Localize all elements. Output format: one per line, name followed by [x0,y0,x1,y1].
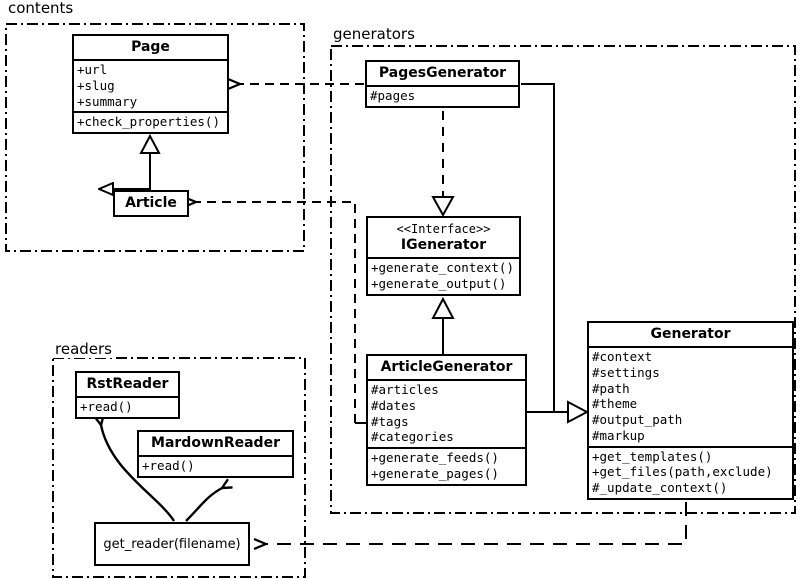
attribute: #pages [370,88,416,104]
package-label-contents: contents [6,0,77,17]
attribute: #dates [371,397,417,413]
class-article-generator-title: ArticleGenerator [380,359,513,375]
class-generator-title: Generator [650,326,731,342]
node-get-reader-label: get_reader(filename) [103,536,241,552]
attribute: #articles [371,382,439,398]
package-label-generators: generators [331,25,418,43]
attribute: +url [77,62,108,78]
class-page-attributes: +url +slug +summary [74,61,227,111]
class-article-generator[interactable]: ArticleGenerator #articles #dates #tags … [366,354,527,486]
edge-pagesgenerator-realizes-igenerator [431,111,455,218]
attribute: #settings [592,364,660,380]
class-rst-reader-title: RstReader [86,376,169,392]
operation: +get_templates() [592,448,713,464]
class-igenerator-operations: +generate_context() +generate_output() [368,259,519,294]
attribute: #theme [592,396,638,412]
attribute: +summary [77,93,138,109]
package-label-readers: readers [53,340,115,358]
operation: +read() [142,458,195,474]
class-mardown-reader[interactable]: MardownReader +read() [137,430,294,478]
class-mardown-reader-operations: +read() [139,457,292,476]
class-generator-operations: +get_templates() +get_files(path,exclude… [589,448,792,498]
class-page-title: Page [131,39,170,55]
edge-articlegenerator-generalizes-igenerator [431,296,455,354]
class-article-generator-operations: +generate_feeds() +generate_pages() [368,449,525,484]
attribute: #output_path [592,412,683,428]
class-pages-generator[interactable]: PagesGenerator #pages [365,60,520,108]
edge-articlegenerator-uses-article [196,202,366,424]
operation: #_update_context() [592,480,728,496]
operation: +generate_feeds() [371,450,499,466]
operation: +read() [80,399,133,415]
class-pages-generator-title: PagesGenerator [378,65,507,81]
edge-get-reader-creates-mardownreader [185,488,222,522]
class-article-generator-attributes: #articles #dates #tags #categories [368,381,525,447]
class-page[interactable]: Page +url +slug +summary +check_properti… [72,34,229,135]
class-igenerator[interactable]: <<Interface>> IGenerator +generate_conte… [366,216,521,296]
class-igenerator-stereotype: <<Interface>> [396,222,491,236]
attribute: +slug [77,77,115,93]
class-pages-generator-attributes: #pages [367,87,518,106]
class-igenerator-title: IGenerator [400,237,487,254]
attribute: #markup [592,427,645,443]
attribute: #tags [371,413,409,429]
class-article[interactable]: Article [113,190,189,218]
edge-generators-generalize-generator [521,83,590,424]
node-get-reader[interactable]: get_reader(filename) [94,522,250,566]
class-page-operations: +check_properties() [74,113,227,132]
operation: +generate_context() [371,260,514,276]
operation: +generate_pages() [371,465,499,481]
attribute: #path [592,380,630,396]
class-igenerator-header: <<Interface>> IGenerator [368,218,519,257]
class-rst-reader[interactable]: RstReader +read() [75,371,180,419]
edge-article-page-shaft [139,133,161,190]
operation: +check_properties() [77,114,220,130]
operation: +get_files(path,exclude) [592,464,773,480]
attribute: #categories [371,429,454,445]
class-article-title: Article [125,195,177,211]
class-mardown-reader-title: MardownReader [151,435,280,451]
class-generator[interactable]: Generator #context #settings #path #them… [587,321,794,500]
edge-generator-uses-get-reader [266,502,687,544]
class-rst-reader-operations: +read() [77,398,178,417]
class-generator-attributes: #context #settings #path #theme #output_… [589,348,792,446]
operation: +generate_output() [371,276,507,292]
attribute: #context [592,349,653,365]
